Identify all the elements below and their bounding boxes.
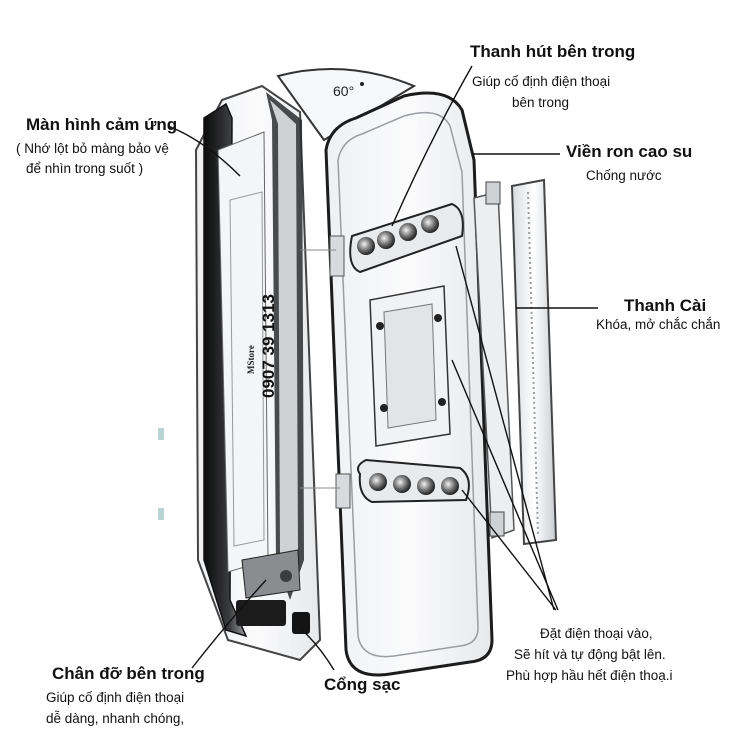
leader-place-2 [461, 489, 557, 611]
callout-touch-title: Màn hình cảm ứng [26, 115, 178, 134]
callout-suction-desc-1: Giúp cố định điện thoại [472, 74, 611, 89]
callout-suction-title: Thanh hút bên trong [470, 42, 636, 61]
callout-touch-desc-2: để nhìn trong suốt ) [26, 161, 144, 176]
callout-charge-title: Cổng sạc [324, 675, 401, 694]
leader-charge [299, 627, 335, 671]
leader-lines [167, 65, 598, 671]
case-front-body [194, 84, 322, 662]
callout-place-desc-2: Sẽ hít và tự động bật lên. [514, 647, 666, 662]
brand-logo: MStore [246, 345, 256, 374]
phone-number: 0907 39 1313 [259, 294, 278, 398]
callout-place-desc-3: Phù hợp hầu hết điện thoạ.i [506, 668, 673, 683]
angle-label: 60° [333, 83, 354, 99]
leader-suction [391, 65, 473, 227]
latch-bar [473, 178, 558, 546]
angle-gauge [276, 67, 417, 142]
callout-latch-title: Thanh Cài [624, 296, 707, 315]
callout-place-desc-1: Đặt điện thoại vào, [540, 626, 653, 641]
suction-bar-top [349, 202, 464, 274]
suction-bar-bottom [357, 458, 470, 504]
callout-gasket-title: Viền ron cao su [566, 142, 693, 161]
callout-suction-desc-2: bên trong [512, 95, 570, 110]
callout-stand-desc-2: dễ dàng, nhanh chóng, [46, 711, 185, 726]
center-holder [369, 285, 451, 447]
charging-port [292, 612, 310, 634]
callout-stand-title: Chân đỡ bên trong [52, 664, 205, 683]
callout-latch-desc-1: Khóa, mở chắc chắn [596, 317, 721, 332]
leader-place-1 [455, 245, 555, 611]
callout-stand-desc-1: Giúp cố định điện thoại [46, 690, 185, 705]
inner-stand [241, 549, 301, 599]
leader-place-3 [451, 359, 559, 611]
callout-touch-desc-1: ( Nhớ lột bỏ màng bảo vệ [16, 141, 169, 156]
callout-gasket-desc-1: Chống nước [586, 168, 662, 183]
leader-stand [191, 579, 267, 669]
case-lid [300, 91, 494, 677]
background-marks [158, 428, 164, 520]
leader-touch [167, 125, 241, 177]
